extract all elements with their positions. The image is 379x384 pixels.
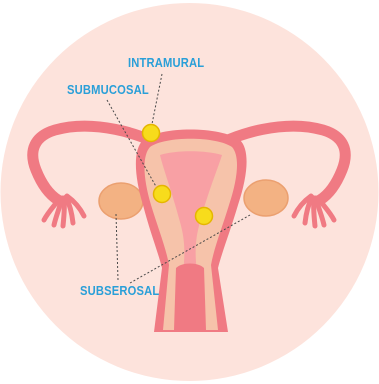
fibroid-submucosal <box>154 186 171 203</box>
cervical-canal <box>174 264 206 331</box>
left-ovary <box>99 183 143 219</box>
fibroid-intramural <box>143 125 160 142</box>
fibroid-subserosal <box>196 208 213 225</box>
label-submucosal: SUBMUCOSAL <box>67 83 149 96</box>
label-subserosal: SUBSEROSAL <box>80 284 159 297</box>
label-intramural: INTRAMURAL <box>128 56 204 69</box>
right-ovary <box>244 180 288 216</box>
